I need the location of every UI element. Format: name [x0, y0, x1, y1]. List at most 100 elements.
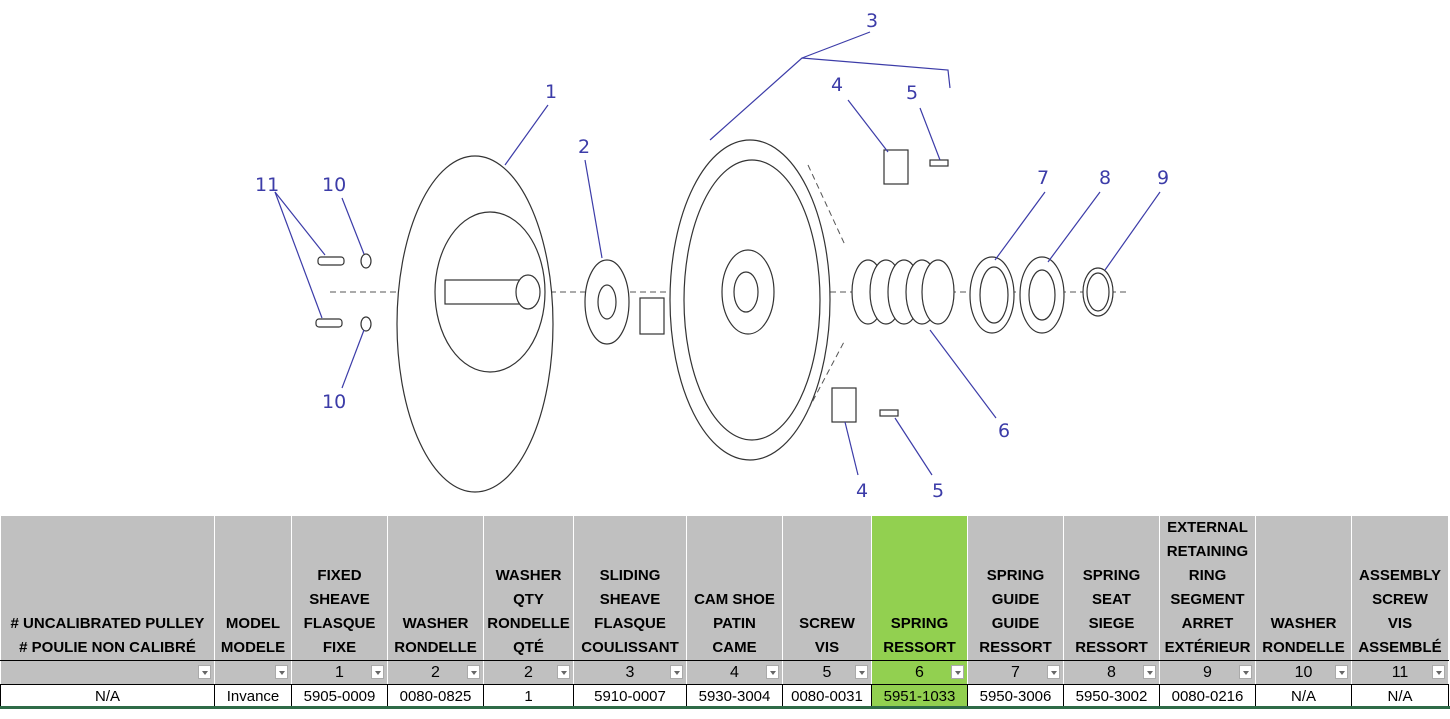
filter-cell	[0, 660, 215, 685]
table-cell[interactable]: N/A	[1351, 684, 1449, 709]
filter-cell: 1	[291, 660, 388, 685]
filter-dropdown-icon[interactable]	[1335, 665, 1348, 679]
cam-shoe-4-upper	[883, 149, 909, 185]
filter-cell: 4	[686, 660, 783, 685]
filter-dropdown-icon[interactable]	[670, 665, 683, 679]
item-number: 3	[625, 663, 635, 681]
filter-dropdown-icon[interactable]	[1143, 665, 1156, 679]
header-line: EXTÉRIEUR	[1164, 639, 1251, 656]
header-line: ASSEMBLÉ	[1358, 639, 1442, 656]
callout-1: 1	[545, 81, 557, 103]
callout-11: 11	[255, 174, 279, 196]
item-number: 7	[1011, 663, 1020, 681]
header-line: COULISSANT	[581, 639, 679, 656]
header-line: GUIDE	[991, 591, 1040, 608]
header-line: FIXE	[322, 639, 357, 656]
item-number: 2	[524, 663, 533, 681]
item-number: 11	[1391, 663, 1409, 681]
filter-dropdown-icon[interactable]	[467, 665, 480, 679]
item-number: 4	[730, 663, 739, 681]
callout-5-upper: 5	[906, 82, 918, 104]
callout-10-lower: 10	[322, 391, 346, 413]
header-line: QTÉ	[513, 639, 544, 656]
table-cell[interactable]: 0080-0031	[782, 684, 872, 709]
header-line: ARRET	[1181, 615, 1234, 632]
filter-cell: 11	[1351, 660, 1449, 685]
header-line: RONDELLE	[394, 639, 477, 656]
table-cell[interactable]: 0080-0216	[1159, 684, 1256, 709]
table-cell[interactable]: Invance	[214, 684, 292, 709]
header-line: RESSORT	[979, 639, 1052, 656]
table-cell[interactable]: 5951-1033	[871, 684, 968, 709]
filter-dropdown-icon[interactable]	[275, 665, 288, 679]
header-line: SEAT	[1092, 591, 1131, 608]
header-line: SEGMENT	[1170, 591, 1245, 608]
header-line: SCREW	[1372, 591, 1428, 608]
header-line: WASHER	[1270, 615, 1337, 632]
column-header: WASHER RONDELLE	[1255, 515, 1352, 661]
header-line: RING	[1188, 567, 1227, 584]
filter-dropdown-icon[interactable]	[371, 665, 384, 679]
filter-dropdown-icon[interactable]	[1239, 665, 1252, 679]
table-cell[interactable]: 5930-3004	[686, 684, 783, 709]
header-line: SCREW	[799, 615, 855, 632]
spring-6	[851, 259, 955, 325]
column-header: # UNCALIBRATED PULLEY# POULIE NON CALIBR…	[0, 515, 215, 661]
filter-cell: 2	[387, 660, 484, 685]
table-cell[interactable]: 5950-3002	[1063, 684, 1160, 709]
header-line: RONDELLE	[1262, 639, 1345, 656]
filter-cell: 9	[1159, 660, 1256, 685]
table-cell[interactable]: 5910-0007	[573, 684, 687, 709]
filter-dropdown-icon[interactable]	[951, 665, 964, 679]
callout-3: 3	[866, 10, 878, 32]
item-number: 10	[1294, 663, 1313, 681]
header-line: RESSORT	[883, 639, 956, 656]
header-line: MODELE	[220, 639, 286, 656]
header-line: PATIN	[713, 615, 756, 632]
table-cell[interactable]: 1	[483, 684, 574, 709]
callout-4-upper: 4	[831, 74, 843, 96]
header-line: CAME	[712, 639, 757, 656]
header-line: CAM SHOE	[694, 591, 775, 608]
filter-cell: 6	[871, 660, 968, 685]
table-cell[interactable]: N/A	[1255, 684, 1352, 709]
screw-5-upper	[929, 159, 949, 167]
table-cell[interactable]: 5950-3006	[967, 684, 1064, 709]
filter-cell: 10	[1255, 660, 1352, 685]
filter-dropdown-icon[interactable]	[198, 665, 211, 679]
filter-dropdown-icon[interactable]	[766, 665, 779, 679]
leader-lines	[274, 31, 1161, 476]
header-line: RONDELLE	[487, 615, 570, 632]
exploded-parts-diagram: 1 2 3 4 5 7 8 9 11 10 10 6 4 5	[255, 10, 1169, 502]
filter-dropdown-icon[interactable]	[1432, 665, 1445, 679]
header-line: # UNCALIBRATED PULLEY	[10, 615, 205, 632]
column-header: CAM SHOE PATIN CAME	[686, 515, 783, 661]
header-line: SHEAVE	[599, 591, 661, 608]
table-cell[interactable]: N/A	[0, 684, 215, 709]
item-number: 1	[335, 663, 344, 681]
table-cell[interactable]: 5905-0009	[291, 684, 388, 709]
filter-cell: 7	[967, 660, 1064, 685]
filter-dropdown-icon[interactable]	[1047, 665, 1060, 679]
filter-dropdown-icon[interactable]	[557, 665, 570, 679]
selection-border	[0, 706, 1450, 709]
header-line: GUIDE	[991, 615, 1040, 632]
parts-table: # UNCALIBRATED PULLEY# POULIE NON CALIBR…	[0, 515, 1449, 709]
table-cell[interactable]: 0080-0825	[387, 684, 484, 709]
item-number: 9	[1203, 663, 1212, 681]
cam-shoe-4-lower	[831, 387, 857, 423]
washer-10-lower	[360, 316, 372, 332]
header-line: EXTERNAL	[1167, 519, 1248, 536]
header-line: SIEGE	[1088, 615, 1135, 632]
filter-dropdown-icon[interactable]	[855, 665, 868, 679]
spring-guide-7	[969, 256, 1015, 334]
screw-11-upper	[317, 256, 345, 266]
